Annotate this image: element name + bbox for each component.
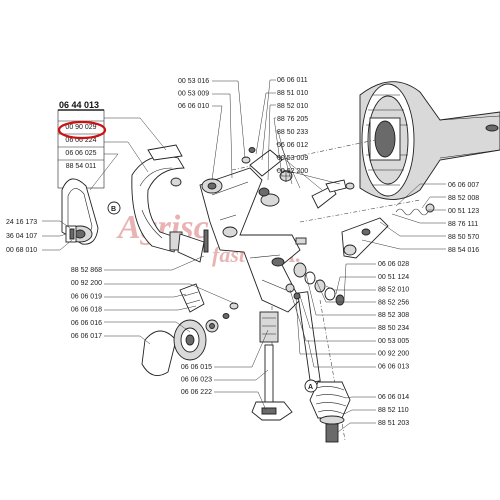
part-number-label: 00 51 124 <box>378 274 409 281</box>
spring-stack-a <box>297 291 351 443</box>
part-number-label: 06 06 011 <box>277 77 308 84</box>
part-number-label: 88 54 016 <box>448 247 479 254</box>
callout-b-label: B <box>111 206 116 213</box>
highlight-ring <box>57 120 107 140</box>
main-bracket <box>199 149 301 313</box>
part-number-label: 88 52 010 <box>277 103 308 110</box>
part-number-label: 00 92 200 <box>71 280 102 287</box>
part-number-label: 88 52 256 <box>378 299 409 306</box>
part-number-label: 00 53 009 <box>178 91 209 98</box>
kit-item-label: 88 54 011 <box>66 163 97 170</box>
labels-left-side: 24 16 173 36 04 107 00 68 010 <box>6 219 37 254</box>
leader-lines <box>42 79 446 433</box>
kit-item-label: 06 06 025 <box>65 150 96 157</box>
part-number-label: 88 52 008 <box>448 195 479 202</box>
right-lever <box>311 179 435 259</box>
part-number-label: 88 52 110 <box>378 407 409 414</box>
part-number-label: 88 52 308 <box>378 312 409 319</box>
part-number-label: 88 76 205 <box>277 116 308 123</box>
labels-top-right: 06 06 011 88 51 010 88 52 010 88 76 205 88 5… <box>277 77 308 175</box>
part-number-label: 88 52 868 <box>71 267 102 274</box>
part-number-label: 00 53 016 <box>178 78 209 85</box>
callout-b: B <box>107 201 121 215</box>
labels-right-side: 06 06 007 88 52 008 00 51 123 88 76 111 88 5… <box>448 182 479 254</box>
part-number-label: 06 06 007 <box>448 182 479 189</box>
part-number-label: 88 51 010 <box>277 90 308 97</box>
part-number-label: 00 53 005 <box>378 338 409 345</box>
labels-right-lower: 06 06 028 00 51 124 88 52 010 88 52 256 88 5… <box>378 261 409 370</box>
kit-box: 06 44 013 00 90 029 06 06 224 06 06 025 88 … <box>57 100 107 189</box>
part-number-label: 06 06 016 <box>71 320 102 327</box>
kit-item-label: 06 06 224 <box>65 137 96 144</box>
part-number-label: 88 50 233 <box>277 129 308 136</box>
part-number-label: 06 06 012 <box>277 142 308 149</box>
part-number-label: 88 52 010 <box>378 287 409 294</box>
part-number-label: 24 16 173 <box>6 219 37 226</box>
labels-bottom-center: 06 06 015 06 06 023 06 06 222 <box>181 364 212 396</box>
part-number-label: 06 06 222 <box>181 389 212 396</box>
belt-assembly <box>61 178 99 245</box>
part-number-label: 88 76 111 <box>448 221 478 228</box>
part-number-label: 00 92 200 <box>378 351 409 358</box>
washer-stack <box>285 262 345 306</box>
part-number-label: 00 68 010 <box>6 247 37 254</box>
part-number-label: 06 06 018 <box>71 307 102 314</box>
part-number-label: 00 51 123 <box>448 208 479 215</box>
part-number-label: 06 06 019 <box>71 293 102 300</box>
hub-assembly <box>141 283 239 377</box>
part-number-label: 36 04 107 <box>6 233 37 240</box>
part-number-label: 06 06 014 <box>378 394 409 401</box>
labels-bottom-right: 06 06 014 88 52 110 88 51 203 <box>378 394 409 427</box>
callout-a: A <box>304 379 318 393</box>
part-number-label: 06 06 013 <box>378 363 409 370</box>
labels-left-lower: 88 52 868 00 92 200 06 06 019 06 06 018 06 0… <box>71 267 102 340</box>
part-number-label: 06 06 028 <box>378 261 409 268</box>
shift-fork-b <box>131 144 205 263</box>
part-number-label: 00 92 200 <box>277 168 308 175</box>
labels-top-center: 00 53 016 00 53 009 06 06 010 <box>178 78 209 110</box>
part-number-label: 88 50 570 <box>448 234 479 241</box>
part-number-label: 06 06 015 <box>181 364 212 371</box>
lower-shaft <box>251 311 293 421</box>
part-number-label: 88 51 203 <box>378 420 409 427</box>
kit-box-header: 06 44 013 <box>59 100 99 110</box>
part-number-label: 06 06 010 <box>178 103 209 110</box>
part-number-label: 00 53 009 <box>277 155 308 162</box>
part-number-label: 88 50 234 <box>378 325 409 332</box>
callout-a-label: A <box>308 384 313 391</box>
part-number-label: 06 06 023 <box>181 377 212 384</box>
part-number-label: 06 06 017 <box>71 333 102 340</box>
drive-housing <box>359 81 500 200</box>
kit-item-label: 00 90 029 <box>65 124 96 131</box>
